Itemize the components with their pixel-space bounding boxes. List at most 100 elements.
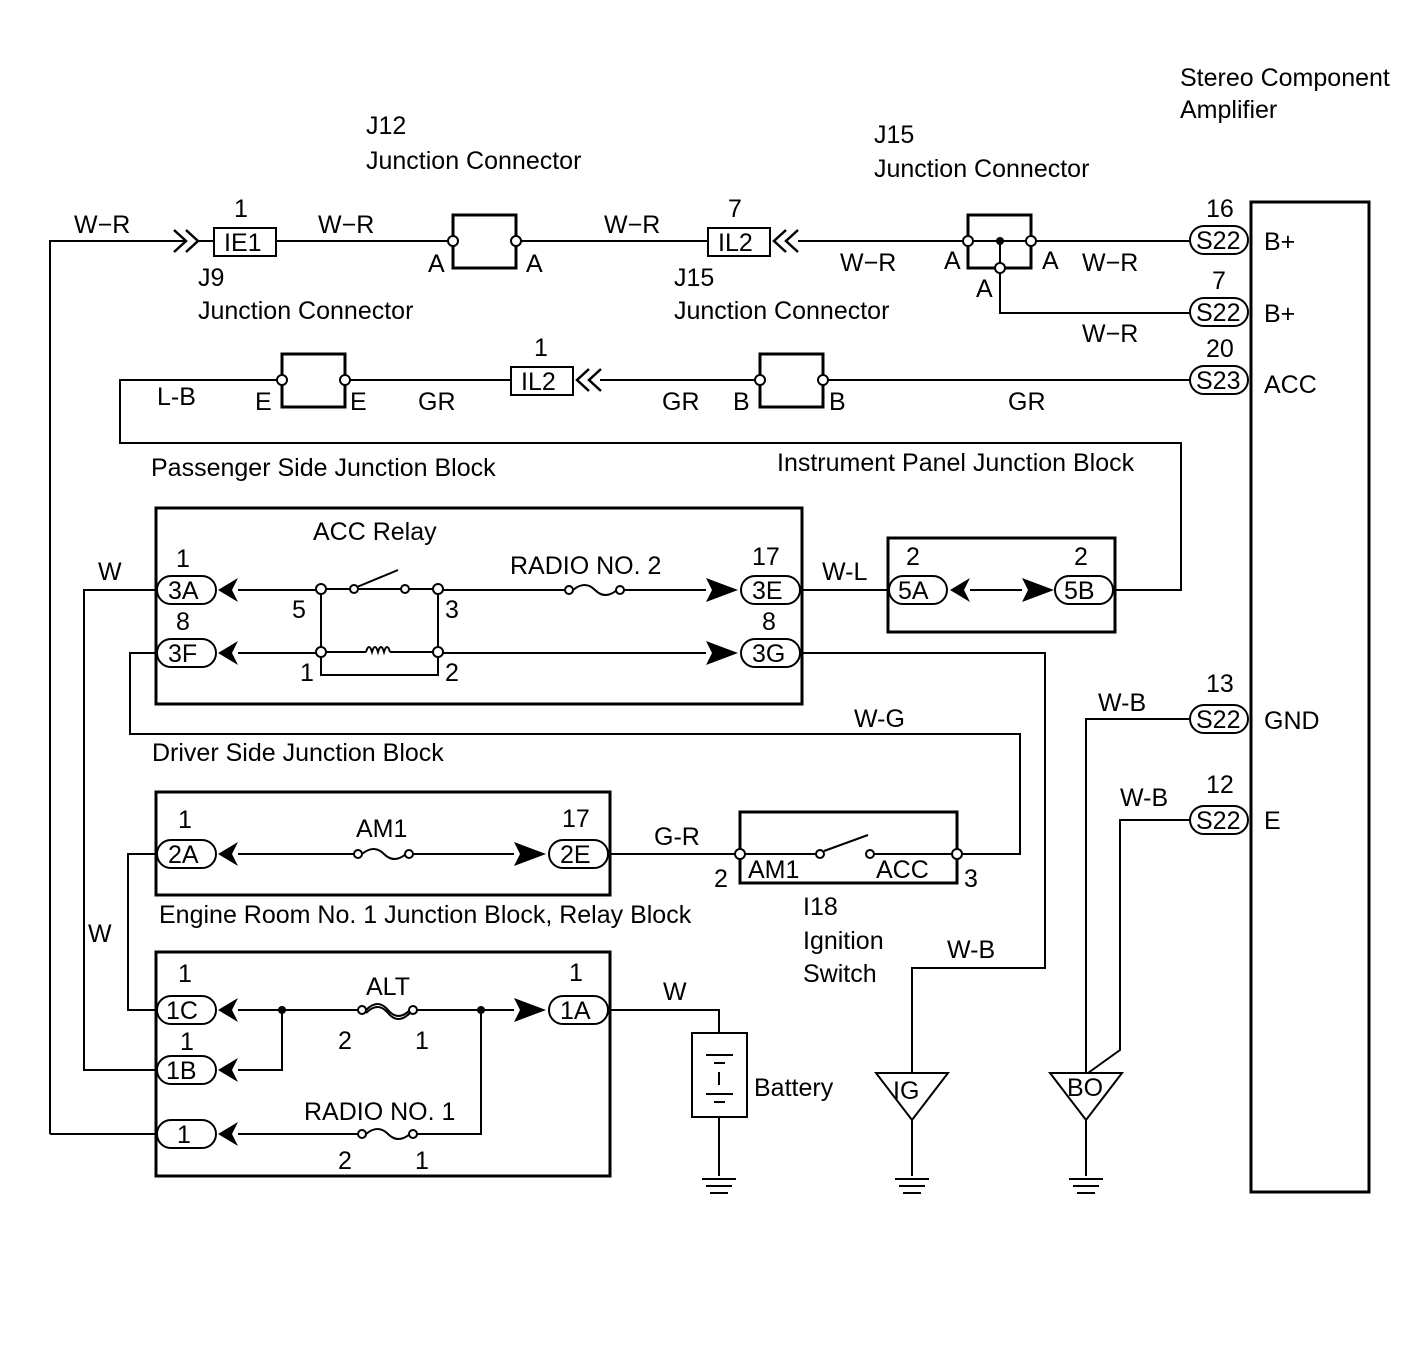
ground-point-triangle-icon [1047,1072,1125,1122]
ground-point-triangle-icon [873,1072,951,1122]
connector-code: J15 [874,121,914,149]
fuse-pin-label: 1 [415,1147,429,1175]
fuse-icon [572,584,618,596]
fuse-name: RADIO NO. 2 [510,552,661,580]
connector-arrow-icon [218,998,238,1022]
ground-point-label: IG [893,1077,919,1105]
wire-color-label: GR [418,388,456,416]
driver-side-junction-block: Driver Side Junction Block 1 2A AM1 17 2… [152,739,612,897]
pin-label: A [976,275,993,303]
fuse-pin-label: 2 [338,1147,352,1175]
connector-code: J12 [366,112,406,140]
terminal-connector-code: S22 [1196,227,1240,255]
w-b-wire-gnd [1085,718,1190,1073]
wire-color-label: W-B [1120,784,1168,812]
connector-code: 3A [168,577,199,605]
ignition-switch-contact-icon [823,834,869,852]
connector-box [758,352,825,409]
pin-label: A [1042,247,1059,275]
connector-code: 1B [166,1057,197,1085]
junction-connector-j9: E E [255,352,367,416]
block-outline [886,536,1117,634]
w-g-wire [129,652,1021,855]
connector-arrow-icon [514,998,546,1022]
wire-color-label: W−R [840,249,896,277]
connector-box [280,352,347,409]
amplifier-terminal-gnd-13: 13 S22 GND [1189,670,1320,735]
terminal-label: ACC [1264,371,1317,399]
connector-pin-number: 1 [234,195,248,223]
wire-color-label: W-G [854,705,905,733]
terminal-connector-code: S22 [1196,706,1240,734]
inline-connector-il2-top: 7 IL2 [707,195,799,257]
ignition-switch: AM1 ACC 2 3 I18 Ignition Switch [714,810,978,988]
connector-code: 3F [168,640,197,668]
connector-code: 1 [177,1121,191,1149]
ignition-switch-box [738,810,959,885]
terminal-pin-number: 16 [1206,195,1234,223]
wire-color-label: W [663,978,687,1006]
connector-code: 5B [1064,577,1095,605]
connector-arrow-icon [218,578,238,602]
fuse-icon [361,848,407,860]
connector-code: 2A [168,841,199,869]
wire-color-label: GR [662,388,700,416]
amplifier-body [1249,200,1371,1194]
amplifier-name-line2: Amplifier [1180,96,1277,124]
fuse-name: ALT [366,973,410,1001]
fuse-name: AM1 [356,815,407,843]
switch-code: I18 [803,893,838,921]
relay-pin-label: 2 [445,659,459,687]
relay-pin-label: 3 [445,596,459,624]
connector-pin-number: 1 [178,960,192,988]
connector-5b-shape [1054,575,1114,605]
terminal-pin-number: 13 [1206,670,1234,698]
pin-label: A [944,247,961,275]
ground-point-bo: W-B W-B BO [1047,689,1190,1194]
connector-pin-number: 1 [569,959,583,987]
connector-arrow-icon [1022,578,1054,602]
wire-color-label: W [88,920,112,948]
fuse-pin-label: 1 [415,1027,429,1055]
switch-name-line1: Ignition [803,927,884,955]
ground-icon [895,1178,929,1194]
connector-name: Junction Connector [366,147,581,175]
pin-label: B [829,388,846,416]
fuse-name: RADIO NO. 1 [304,1098,455,1126]
switch-name-line2: Switch [803,960,877,988]
connector-arrow-icon [218,1122,238,1146]
terminal-pin-number: 20 [1206,335,1234,363]
connector-arrow-icon [218,842,238,866]
pin-label: B [733,388,750,416]
switch-terminal-label: ACC [876,856,929,884]
junction-connector-j9-label: J9 Junction Connector [198,264,413,325]
connector-code: 1A [560,997,591,1025]
terminal-pin-number: 7 [1212,267,1226,295]
b-plus-wire-run: W−R 1 IE1 W−R J12 Junction Connector A A… [49,112,1190,1134]
instrument-panel-junction-block: Instrument Panel Junction Block 2 5A 2 5… [777,449,1135,634]
fuse-icon [365,1128,411,1140]
junction-connector-j15-top: J15 Junction Connector A A A [874,121,1089,303]
connector-arrow-icon [950,578,970,602]
connector-code: 2E [560,841,591,869]
switch-terminal-label: AM1 [748,856,799,884]
connector-1b-shape [156,1055,217,1085]
engine-room-junction-block: Engine Room No. 1 Junction Block, Relay … [154,901,692,1178]
wire-color-label: L-B [157,383,196,411]
connector-pin-number: 2 [1074,543,1088,571]
connector-code: 3G [752,640,785,668]
ground-point-ig: IG [873,1072,951,1194]
block-outline [154,790,612,897]
terminal-label: B+ [1264,300,1295,328]
pin-label: E [255,388,272,416]
amplifier-terminal-b-plus-16: 16 S22 B+ [1189,195,1295,256]
w-wire-to-1b [83,589,158,1071]
junction-connector-j15-bottom-label: J15 Junction Connector [674,264,889,325]
connector-name: Junction Connector [198,297,413,325]
terminal-connector-code: S22 [1196,299,1240,327]
connector-pin-number: 1 [178,806,192,834]
block-title: Driver Side Junction Block [152,739,444,767]
junction-connector-j12: J12 Junction Connector A A [366,112,581,278]
wire-color-label: W−R [318,211,374,239]
